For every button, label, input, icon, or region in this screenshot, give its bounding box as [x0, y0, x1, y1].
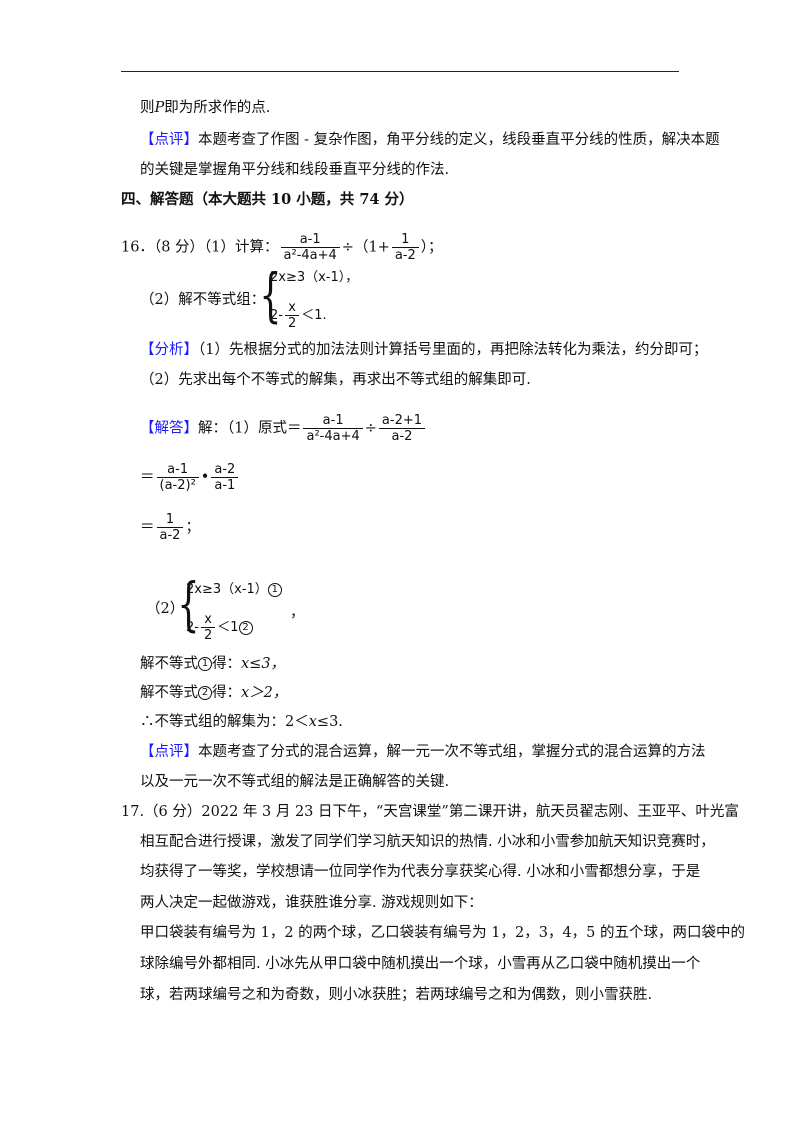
q17-line-7: 球，若两球编号之和为奇数，则小冰获胜；若两球编号之和为偶数，则小雪获胜. — [140, 987, 653, 1003]
q16-system-comma: ， — [290, 605, 305, 621]
section-title: 四、解答题（本大题共 10 小题，共 74 分） — [121, 191, 414, 208]
q17-line-2: 相互配合进行授课，激发了同学们学习航天知识的热情. 小冰和小雪参加航天知识竞赛时… — [140, 834, 715, 850]
q16-part2-answer-label: （2） — [146, 601, 185, 617]
q17-line-3: 均获得了一等奖，学校想请一位同学作为代表分享获奖心得. 小冰和小雪都想分享，于是 — [140, 864, 701, 880]
q17-line-1: 17.（6 分）2022 年 3 月 23 日下午，“天宫课堂”第二课开讲，航天… — [121, 804, 739, 820]
q17-line-5: 甲口袋装有编号为 1，2 的两个球，乙口袋装有编号为 1，2，3，4，5 的五个… — [140, 925, 746, 941]
q16-part2-label: （2）解不等式组： — [140, 292, 266, 308]
q16-comment-cont: 以及一元一次不等式组的解法是正确解答的关键. — [140, 774, 450, 790]
q16-comment: 【点评】本题考查了分式的混合运算，解一元一次不等式组，掌握分式的混合运算的方法 — [140, 744, 706, 760]
header-rule — [121, 71, 679, 72]
q17-line-4: 两人决定一起做游戏，谁获胜谁分享. 游戏规则如下： — [140, 895, 483, 911]
q16-analysis-cont: （2）先求出每个不等式的解集，再求出不等式组的解集即可. — [140, 372, 531, 388]
q16-solution-set: ∴不等式组的解集为：2＜x≤3. — [140, 714, 343, 730]
q16-analysis: 【分析】（1）先根据分式的加法法则计算括号里面的，再把除法转化为乘法，约分即可； — [140, 342, 708, 358]
brace-icon: { — [259, 261, 282, 329]
prev-comment: 【点评】本题考查了作图 - 复杂作图，角平分线的定义，线段垂直平分线的性质，解决… — [140, 132, 720, 148]
q16-system-1: 2x≥3（x-1）1 — [186, 580, 282, 600]
q16-inequality-1: 2x≥3（x-1）， — [270, 270, 359, 285]
q17-line-6: 球除编号外都相同. 小冰先从甲口袋中随机摸出一个球，小雪再从乙口袋中随机摸出一个 — [140, 956, 701, 972]
fraction: a-1(a-2)² — [156, 462, 199, 493]
prev-conclusion: 则P即为所求作的点. — [140, 100, 271, 116]
prev-comment-cont: 的关键是掌握角平分线和线段垂直平分线的作法. — [140, 162, 450, 178]
brace-icon: { — [177, 570, 200, 638]
